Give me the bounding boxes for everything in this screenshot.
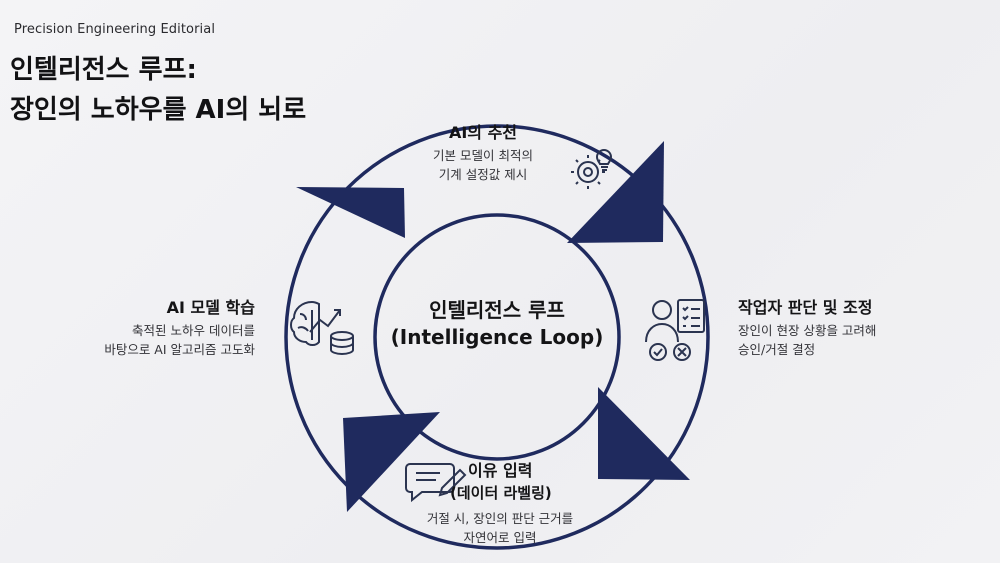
step-bottom-subtitle: (데이터 라벨링)	[450, 484, 552, 502]
gear-lightbulb-icon	[571, 148, 613, 189]
step-left-desc-line1: 축적된 노하우 데이터를	[132, 323, 255, 338]
step-ai-recommendation: AI의 추천 기본 모델이 최적의 기계 설정값 제시	[398, 122, 568, 184]
step-right-title: 작업자 판단 및 조정	[738, 298, 873, 317]
step-right-desc-line2: 승인/거절 결정	[738, 342, 816, 357]
step-top-desc-line2: 기계 설정값 제시	[438, 167, 528, 182]
page-title-line2: 장인의 노하우를 AI의 뇌로	[10, 95, 307, 125]
brain-database-icon	[290, 300, 354, 356]
arrow-bottom-right	[598, 387, 690, 480]
step-worker-decision: 작업자 판단 및 조정 장인이 현장 상황을 고려해 승인/거절 결정	[738, 297, 958, 359]
page-title: 인텔리전스 루프: 장인의 노하우를 AI의 뇌로	[10, 50, 306, 130]
step-top-title: AI의 추천	[448, 123, 518, 142]
arrow-top-left	[296, 187, 405, 238]
outer-ring	[284, 124, 710, 550]
step-ai-model-training: AI 모델 학습 축적된 노하우 데이터를 바탕으로 AI 알고리즘 고도화	[40, 297, 255, 359]
step-right-desc: 장인이 현장 상황을 고려해 승인/거절 결정	[738, 321, 958, 359]
brand-label: Precision Engineering Editorial	[14, 22, 216, 37]
step-top-desc: 기본 모델이 최적의 기계 설정값 제시	[398, 146, 568, 184]
step-bottom-title: 이유 입력	[468, 461, 533, 480]
step-left-desc: 축적된 노하우 데이터를 바탕으로 AI 알고리즘 고도화	[40, 321, 255, 359]
step-bottom-desc: 거절 시, 장인의 판단 근거를 자연어로 입력	[410, 509, 590, 547]
arrow-bottom-left	[343, 412, 440, 512]
step-top-desc-line1: 기본 모델이 최적의	[433, 148, 533, 163]
step-right-desc-line1: 장인이 현장 상황을 고려해	[738, 323, 877, 338]
center-subtitle: (Intelligence Loop)	[390, 325, 604, 349]
step-left-desc-line2: 바탕으로 AI 알고리즘 고도화	[104, 342, 255, 357]
page-title-line1: 인텔리전스 루프:	[10, 55, 197, 85]
step-reason-input: 이유 입력 (데이터 라벨링)	[428, 460, 578, 504]
inner-ring	[373, 213, 621, 461]
arrow-top-right	[567, 141, 664, 243]
step-left-title: AI 모델 학습	[166, 298, 255, 317]
step-bottom-desc-line1: 거절 시, 장인의 판단 근거를	[426, 511, 574, 526]
center-label: 인텔리전스 루프 (Intelligence Loop)	[377, 297, 617, 351]
chat-pencil-icon	[405, 463, 467, 503]
step-bottom-desc-line2: 자연어로 입력	[463, 530, 537, 545]
center-title: 인텔리전스 루프	[429, 298, 565, 322]
worker-checklist-icon	[645, 299, 705, 361]
